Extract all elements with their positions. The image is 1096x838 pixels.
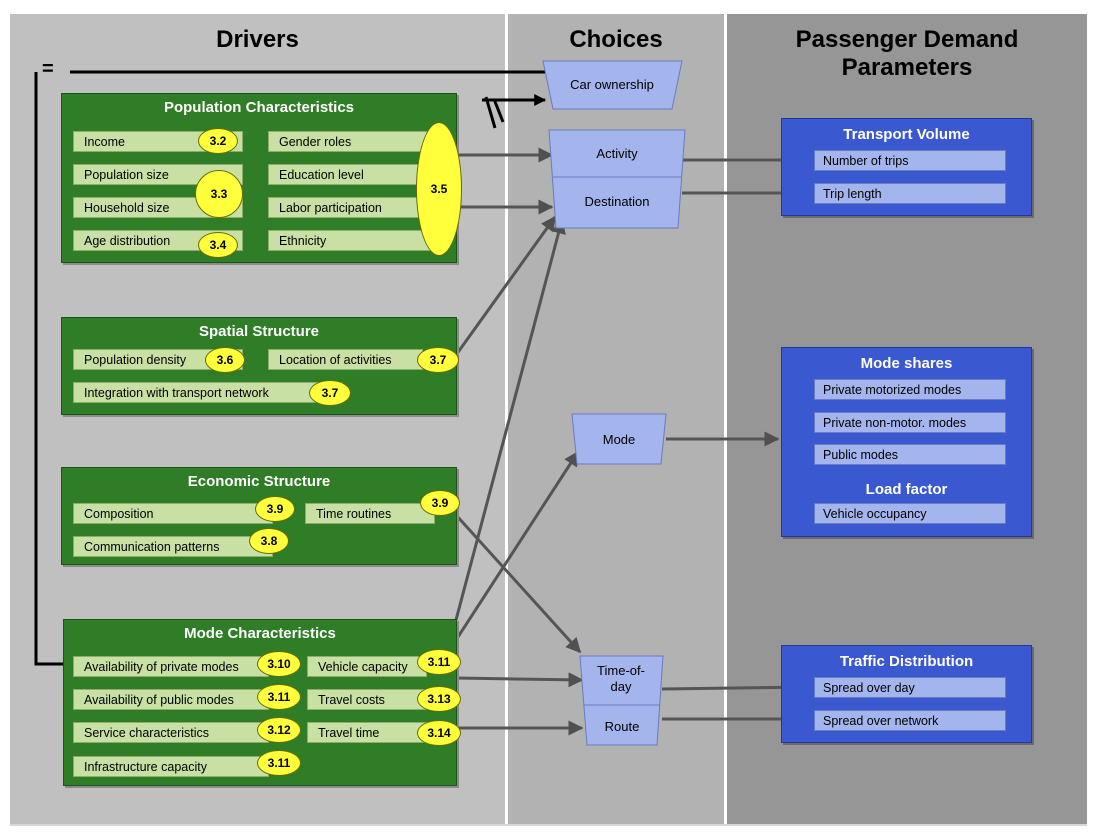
spread-over-network-item: Spread over network: [814, 710, 1006, 731]
mode-characteristics-box: Mode Characteristics Availability of pri…: [63, 619, 461, 786]
time-routines-ref: 3.9: [420, 490, 460, 516]
mode-chars-title: Mode Characteristics: [184, 625, 336, 642]
composition-ref: 3.9: [255, 496, 295, 522]
service-ref: 3.12: [257, 717, 301, 743]
service-characteristics-item: Service characteristics: [73, 722, 269, 743]
spread-over-day-item: Spread over day: [814, 677, 1006, 698]
mode-chars-to-destination-arrow: [454, 218, 566, 621]
activity-label: Activity: [596, 146, 638, 161]
spatial-to-destination-arrow: [454, 215, 557, 356]
communication-ref: 3.8: [249, 528, 289, 554]
drivers-column-title: Drivers: [216, 26, 299, 53]
spatial-structure-box: Spatial Structure Population density Loc…: [61, 317, 459, 415]
time-routines-item: Time routines: [305, 503, 435, 524]
economic-title: Economic Structure: [187, 473, 331, 490]
population-density-item: Population density: [73, 349, 243, 370]
number-of-trips-item: Number of trips: [814, 150, 1006, 171]
labor-participation-item: Labor participation: [268, 197, 438, 218]
time-route-shape: [579, 655, 664, 746]
transport-volume-title: Transport Volume: [843, 126, 970, 143]
private-non-motor-item: Private non-motor. modes: [814, 412, 1006, 433]
choices-column-title: Choices: [569, 26, 663, 53]
infra-ref: 3.11: [257, 750, 301, 776]
gender-roles-item: Gender roles: [268, 131, 438, 152]
spatial-title: Spatial Structure: [198, 323, 320, 340]
education-level-item: Education level: [268, 164, 438, 185]
location-of-activities-item: Location of activities: [268, 349, 423, 370]
time-of-day-label: Time-of-day: [597, 663, 645, 694]
car-ownership-shape: [542, 60, 683, 110]
time-ref: 3.14: [417, 720, 461, 746]
communication-patterns-item: Communication patterns: [73, 536, 273, 557]
avail-public-ref: 3.11: [257, 684, 301, 710]
costs-ref: 3.13: [417, 686, 461, 712]
availability-public-item: Availability of public modes: [73, 689, 269, 710]
age-distribution-item: Age distribution: [73, 230, 243, 251]
mode-label: Mode: [602, 432, 636, 447]
activity-destination-shape: [548, 129, 686, 229]
density-ref: 3.6: [205, 347, 245, 373]
equals-sign: =: [42, 58, 54, 80]
economic-to-time-arrow: [454, 513, 582, 654]
mode-shares-box: Mode shares Private motorized modes Priv…: [781, 347, 1032, 537]
mode-chars-to-time-arrow: [455, 672, 584, 688]
bottom-divider: [10, 824, 1087, 826]
transport-volume-box: Transport Volume Number of trips Trip le…: [781, 118, 1032, 216]
avail-private-ref: 3.10: [257, 651, 301, 677]
trip-length-item: Trip length: [814, 183, 1006, 204]
composition-item: Composition: [73, 503, 273, 524]
vehicle-capacity-item: Vehicle capacity: [307, 656, 427, 677]
location-ref: 3.7: [417, 347, 459, 373]
route-label: Route: [604, 719, 640, 734]
private-motorized-item: Private motorized modes: [814, 379, 1006, 400]
public-modes-item: Public modes: [814, 444, 1006, 465]
parameters-column-title: Passenger Demand Parameters: [795, 26, 1019, 81]
travel-time-item: Travel time: [307, 722, 427, 743]
mode-shape: [571, 413, 667, 465]
population-title: Population Characteristics: [163, 99, 355, 116]
integration-item: Integration with transport network: [73, 382, 343, 403]
availability-private-item: Availability of private modes: [73, 656, 269, 677]
feedback-line: [34, 72, 72, 666]
income-ref: 3.2: [198, 128, 238, 154]
household-size-item: Household size: [73, 197, 243, 218]
vehicle-occupancy-item: Vehicle occupancy: [814, 503, 1006, 524]
vehicle-ref: 3.11: [417, 649, 461, 675]
destination-label: Destination: [584, 194, 650, 209]
mode-shares-title: Mode shares: [860, 355, 953, 372]
load-factor-title: Load factor: [865, 481, 948, 498]
traffic-distribution-title: Traffic Distribution: [839, 653, 974, 670]
integration-ref: 3.7: [309, 380, 351, 406]
social-ref: 3.5: [416, 122, 462, 256]
size-ref: 3.3: [195, 170, 243, 218]
infrastructure-capacity-item: Infrastructure capacity: [73, 756, 269, 777]
travel-costs-item: Travel costs: [307, 689, 427, 710]
ethnicity-item: Ethnicity: [268, 230, 438, 251]
population-characteristics-box: Population Characteristics Income Popula…: [61, 93, 462, 263]
car-ownership-label: Car ownership: [570, 77, 654, 92]
economic-structure-box: Economic Structure Composition Time rout…: [61, 467, 460, 565]
traffic-distribution-box: Traffic Distribution Spread over day Spr…: [781, 645, 1032, 743]
mode-chars-to-mode-arrow: [454, 450, 580, 641]
age-ref: 3.4: [198, 232, 238, 258]
